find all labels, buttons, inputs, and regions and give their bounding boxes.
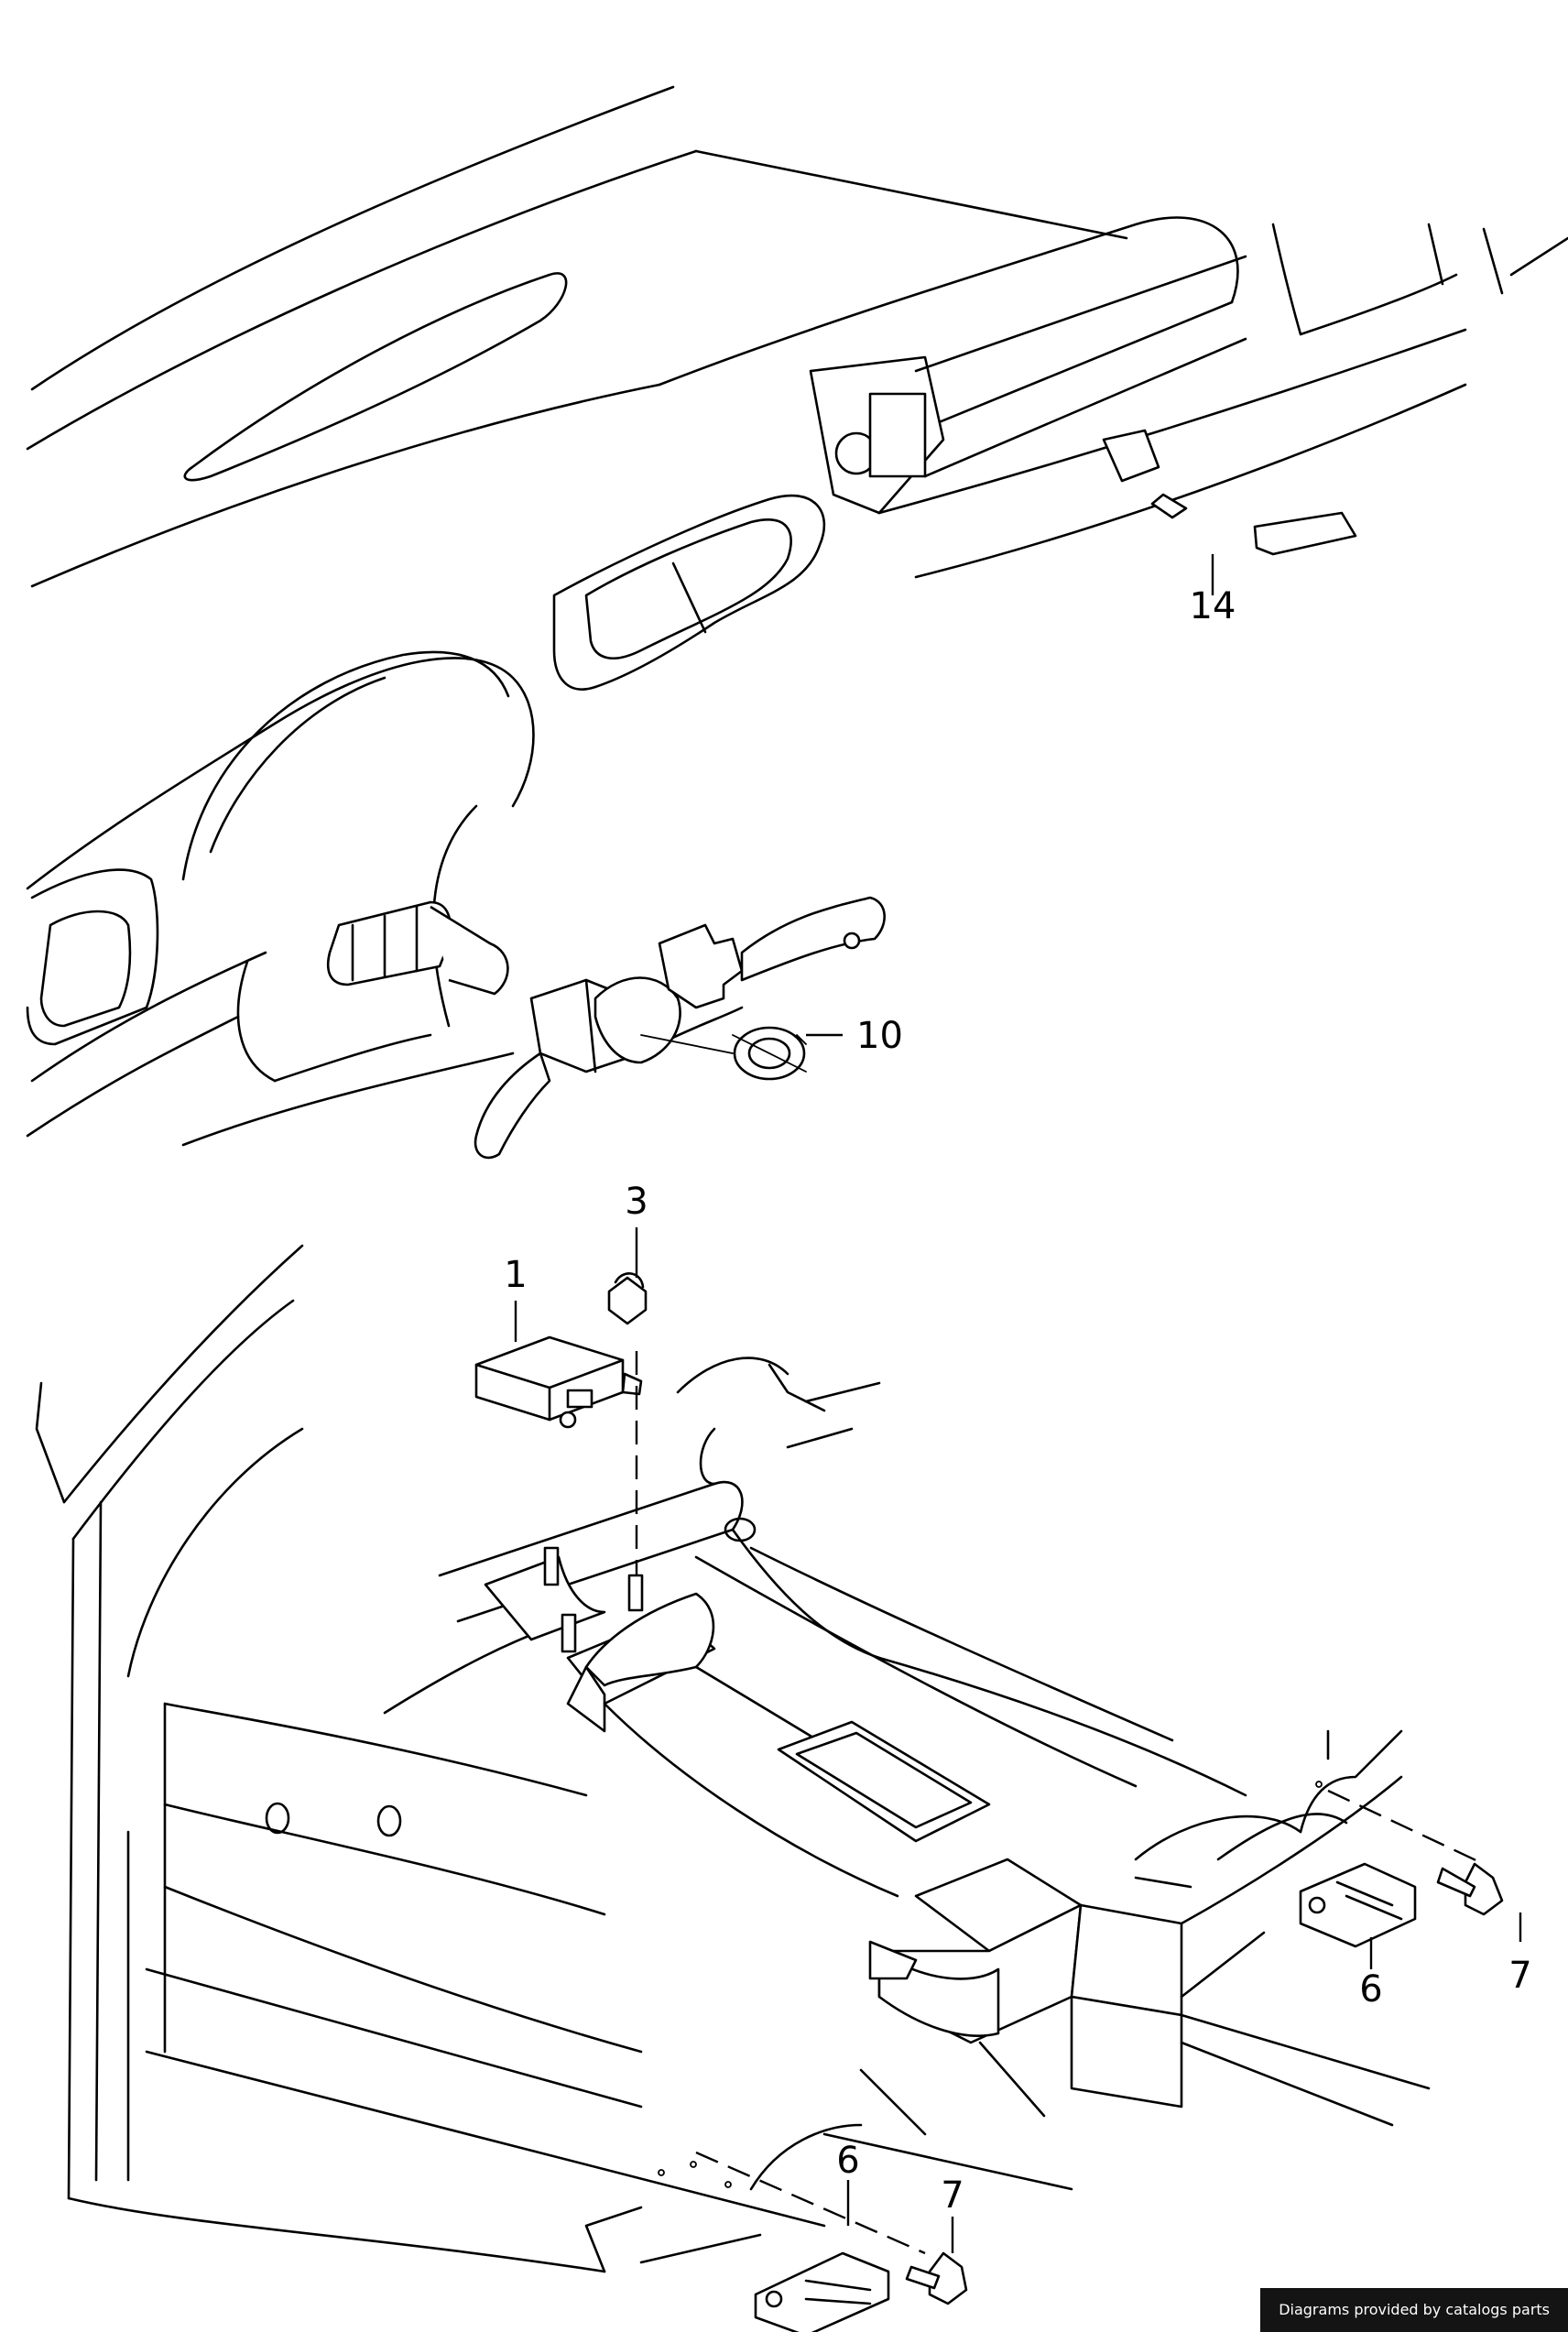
callout-7-lower: 7 (941, 2174, 964, 2217)
part-3-nut (607, 1272, 648, 1325)
leader-lines (514, 554, 1522, 2253)
callout-14: 14 (1190, 585, 1236, 627)
credit-banner: Diagrams provided by catalogs parts (1260, 2288, 1568, 2332)
floor-pan-illustration (35, 1244, 1431, 2273)
callout-7-right: 7 (1508, 1955, 1531, 1997)
stud-bolts (543, 1546, 644, 1653)
part-7-bolt-lower (905, 2251, 968, 2305)
guide-line-6-right (1327, 1789, 1485, 1866)
callout-1: 1 (504, 1254, 527, 1296)
dashboard-illustration (26, 85, 1568, 1160)
part-6-sensor-lower (754, 2251, 890, 2332)
part-7-bolt-right (1436, 1862, 1504, 1916)
guide-line-6-lower (695, 2151, 926, 2255)
part-1-control-unit (474, 1335, 643, 1429)
part-6-sensor-right (1299, 1862, 1417, 1948)
callout-6-lower: 6 (836, 2140, 859, 2182)
callout-10: 10 (856, 1015, 903, 1057)
callout-3: 3 (625, 1181, 648, 1223)
callout-6-right: 6 (1359, 1968, 1382, 2011)
